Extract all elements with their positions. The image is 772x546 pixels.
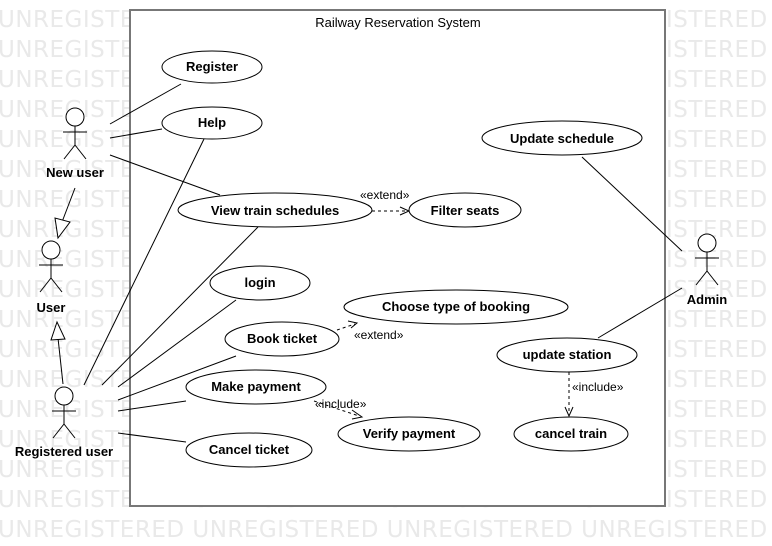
label-include-cancel-train: «include» [572,380,624,394]
actor-admin-figure [695,233,719,286]
actor-new-user[interactable]: New user [46,107,104,180]
actor-registered-user-figure [52,386,76,439]
assoc-reguser-login [117,299,237,388]
use-case-register[interactable]: Register [161,50,263,84]
actor-user-label: User [37,300,66,315]
use-case-choose-type-of-booking-label: Choose type of booking [382,299,530,314]
use-case-view-train-schedules[interactable]: View train schedules [177,192,373,228]
assoc-reguser-help [83,138,205,386]
use-case-help-label: Help [198,115,226,130]
gen-reguser-user-line [57,337,64,385]
assoc-reguser-book [117,355,237,401]
use-case-login-label: login [244,275,275,290]
use-case-book-ticket-label: Book ticket [247,331,318,346]
use-case-make-payment-label: Make payment [211,379,301,394]
gen-reguser-user-head [50,320,66,341]
use-case-update-schedule-label: Update schedule [510,131,614,146]
use-case-help[interactable]: Help [161,106,263,140]
use-case-update-station-label: update station [523,347,612,362]
label-extend-filter: «extend» [360,188,410,202]
use-case-register-label: Register [186,59,238,74]
use-case-verify-payment-label: Verify payment [363,426,456,441]
assoc-reguser-view [101,226,259,386]
label-extend-booking: «extend» [354,328,404,342]
assoc-newuser-view [109,154,221,196]
dependencies [313,206,574,420]
use-case-choose-type-of-booking[interactable]: Choose type of booking [343,289,569,325]
label-include-payment: «include» [315,397,367,411]
assoc-reguser-payment [117,400,187,412]
use-case-update-schedule[interactable]: Update schedule [481,120,643,156]
use-case-cancel-ticket[interactable]: Cancel ticket [185,432,313,468]
gen-newuser-user-line [61,187,76,223]
dep-include-payment-head [351,409,364,420]
watermark-row: UNREGISTERED UNREGISTERED UNREGISTERED U… [0,517,772,543]
dep-extend-booking-head [347,320,359,329]
dep-include-payment [313,400,360,417]
actor-admin-label: Admin [687,292,728,307]
use-case-cancel-ticket-label: Cancel ticket [209,442,290,457]
system-title: Railway Reservation System [315,15,480,30]
actor-new-user-figure [63,107,87,160]
use-case-filter-seats-label: Filter seats [431,203,500,218]
assoc-admin-station [597,287,683,339]
gen-newuser-user-head [54,217,71,240]
actor-user-figure [39,240,63,293]
use-case-view-train-schedules-label: View train schedules [211,203,339,218]
dep-include-cancel-train-head [564,406,574,418]
associations [83,83,683,443]
actor-registered-user[interactable]: Registered user [15,386,113,459]
actor-new-user-label: New user [46,165,104,180]
assoc-reguser-cancel [117,432,187,443]
use-case-book-ticket[interactable]: Book ticket [224,321,340,357]
use-case-verify-payment[interactable]: Verify payment [337,416,481,452]
use-case-cancel-train-label: cancel train [535,426,607,441]
generalizations [50,187,76,385]
assoc-newuser-help [109,128,163,139]
use-case-cancel-train[interactable]: cancel train [513,416,629,452]
actor-user[interactable]: User [37,240,66,315]
actor-registered-user-label: Registered user [15,444,113,459]
use-case-login[interactable]: login [209,265,311,301]
use-case-update-station[interactable]: update station [496,337,638,373]
assoc-admin-schedule [581,156,683,252]
use-case-make-payment[interactable]: Make payment [185,369,327,405]
actor-admin[interactable]: Admin [687,233,728,307]
assoc-newuser-register [109,83,182,125]
use-case-filter-seats[interactable]: Filter seats [408,192,522,228]
